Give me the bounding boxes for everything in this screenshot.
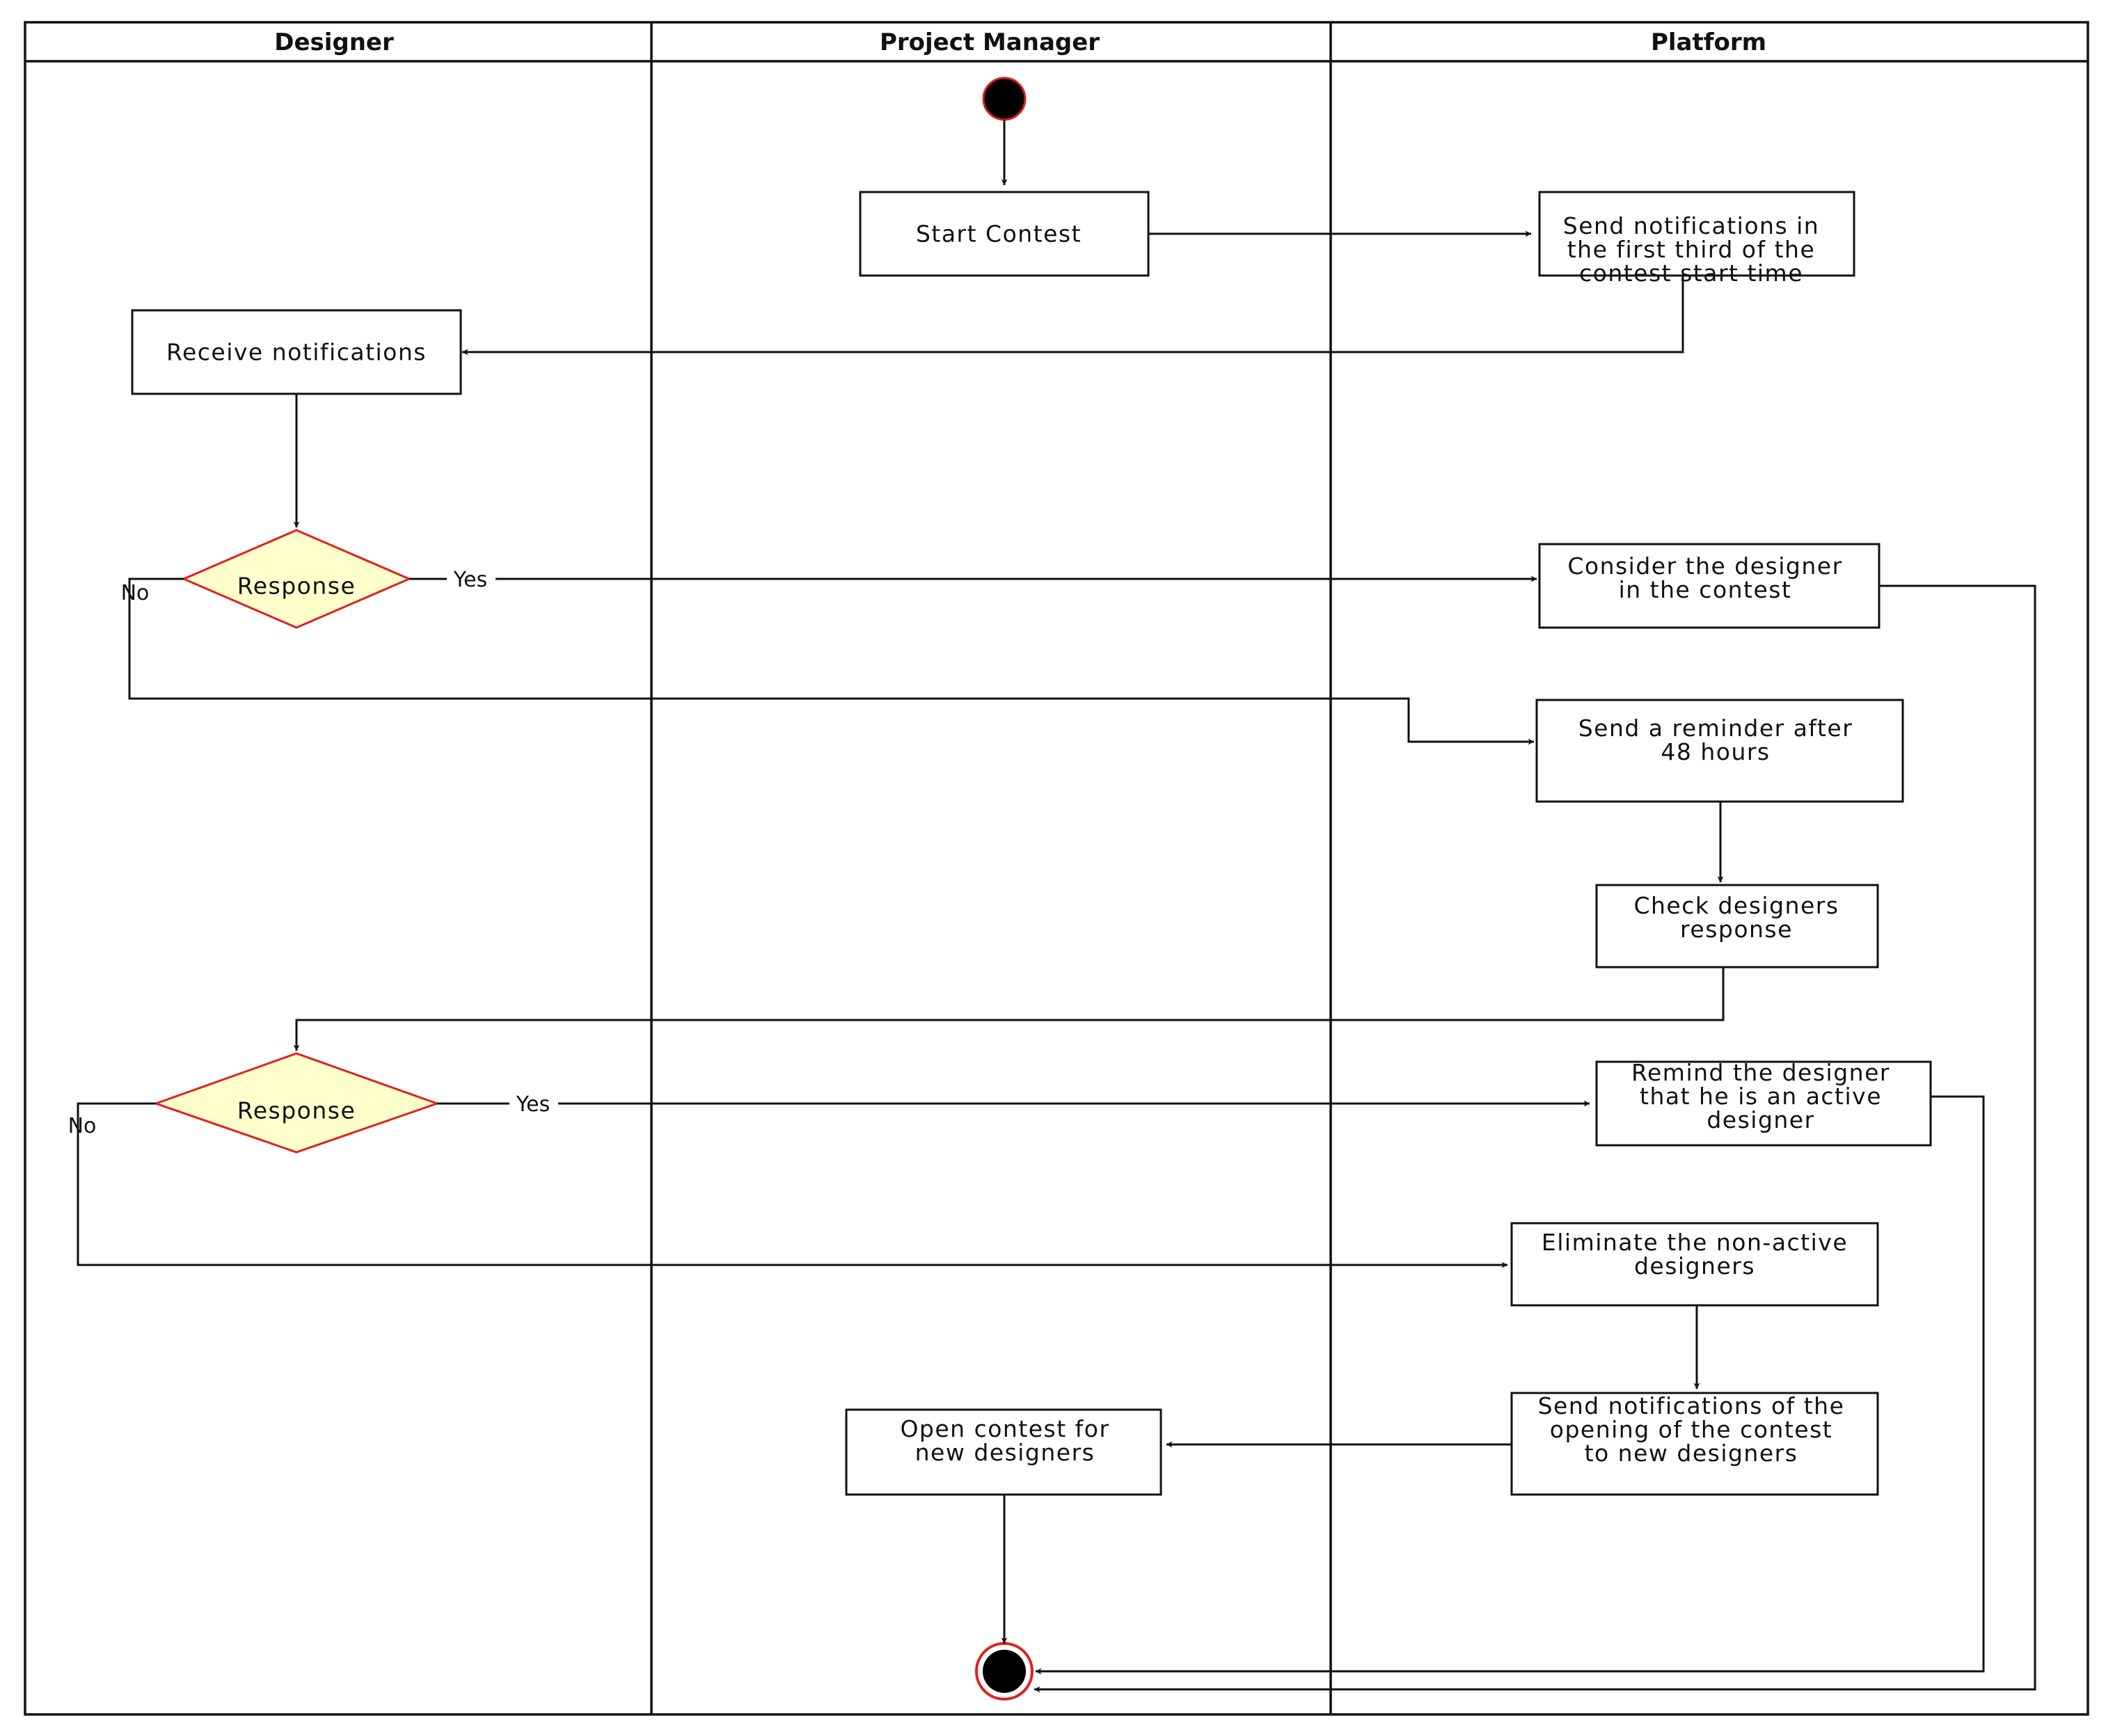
node-label-line: Open contest for	[900, 1415, 1109, 1442]
swimlane-frame	[24, 21, 2089, 1716]
node-label-line: Eliminate the non-active	[1542, 1229, 1848, 1256]
node-label-line: Send notifications of the	[1538, 1392, 1845, 1419]
lane-title-designer: Designer	[274, 29, 394, 56]
node-label-line: new designers	[915, 1439, 1095, 1466]
end-node	[975, 1642, 1034, 1701]
node-label-line: 48 hours	[1661, 738, 1770, 765]
node-label-line: Send notifications in	[1563, 212, 1819, 239]
node-label-line: Start Contest	[916, 221, 1082, 248]
edge-label-bg	[509, 1093, 558, 1115]
node-label-line: Response	[237, 1097, 356, 1124]
flow-lines	[77, 120, 2036, 1693]
node-label-line: opening of the contest	[1550, 1416, 1832, 1443]
activity-start-contest: Start Contest	[859, 191, 1150, 277]
svg-text:Start Contest: Start Contest	[916, 221, 1082, 248]
node-label-line: to new designers	[1585, 1440, 1798, 1467]
activity-receive-notifications: Receive notifications	[131, 309, 462, 395]
node-label-line: the first third of the	[1567, 236, 1816, 263]
node-label-line: Send a reminder after	[1578, 715, 1853, 742]
svg-text:Receive notifications: Receive notifications	[166, 339, 427, 366]
node-label-line: in the contest	[1619, 576, 1792, 603]
node-label-line: that he is an active	[1640, 1083, 1882, 1110]
decision-response-1: Response	[181, 529, 412, 629]
node-label-line: Consider the designer	[1567, 552, 1842, 580]
decision-response-2: Response	[152, 1052, 441, 1154]
svg-text:Response: Response	[237, 573, 356, 600]
svg-text:Response: Response	[237, 1097, 356, 1124]
edge-label-yes-1: Yes	[453, 568, 487, 592]
edge-label-no-1: No	[121, 581, 150, 605]
node-label-line: Response	[237, 573, 356, 600]
node-label-line: designer	[1707, 1106, 1814, 1133]
node-label-line: designers	[1634, 1252, 1755, 1280]
node-label-line: response	[1680, 916, 1793, 943]
start-node	[982, 77, 1027, 121]
edge-label-no-2: No	[68, 1114, 97, 1138]
node-label-line: Receive notifications	[166, 339, 427, 366]
node-label-line: contest start time	[1579, 260, 1803, 287]
lane-title-project-manager: Project Manager	[880, 29, 1100, 56]
lane-title-platform: Platform	[1651, 29, 1766, 56]
edge-label-yes-2: Yes	[516, 1092, 550, 1117]
node-label-line: Remind the designer	[1631, 1059, 1890, 1086]
node-label-line: Check designers	[1633, 892, 1839, 919]
edge-label-bg	[447, 568, 496, 591]
